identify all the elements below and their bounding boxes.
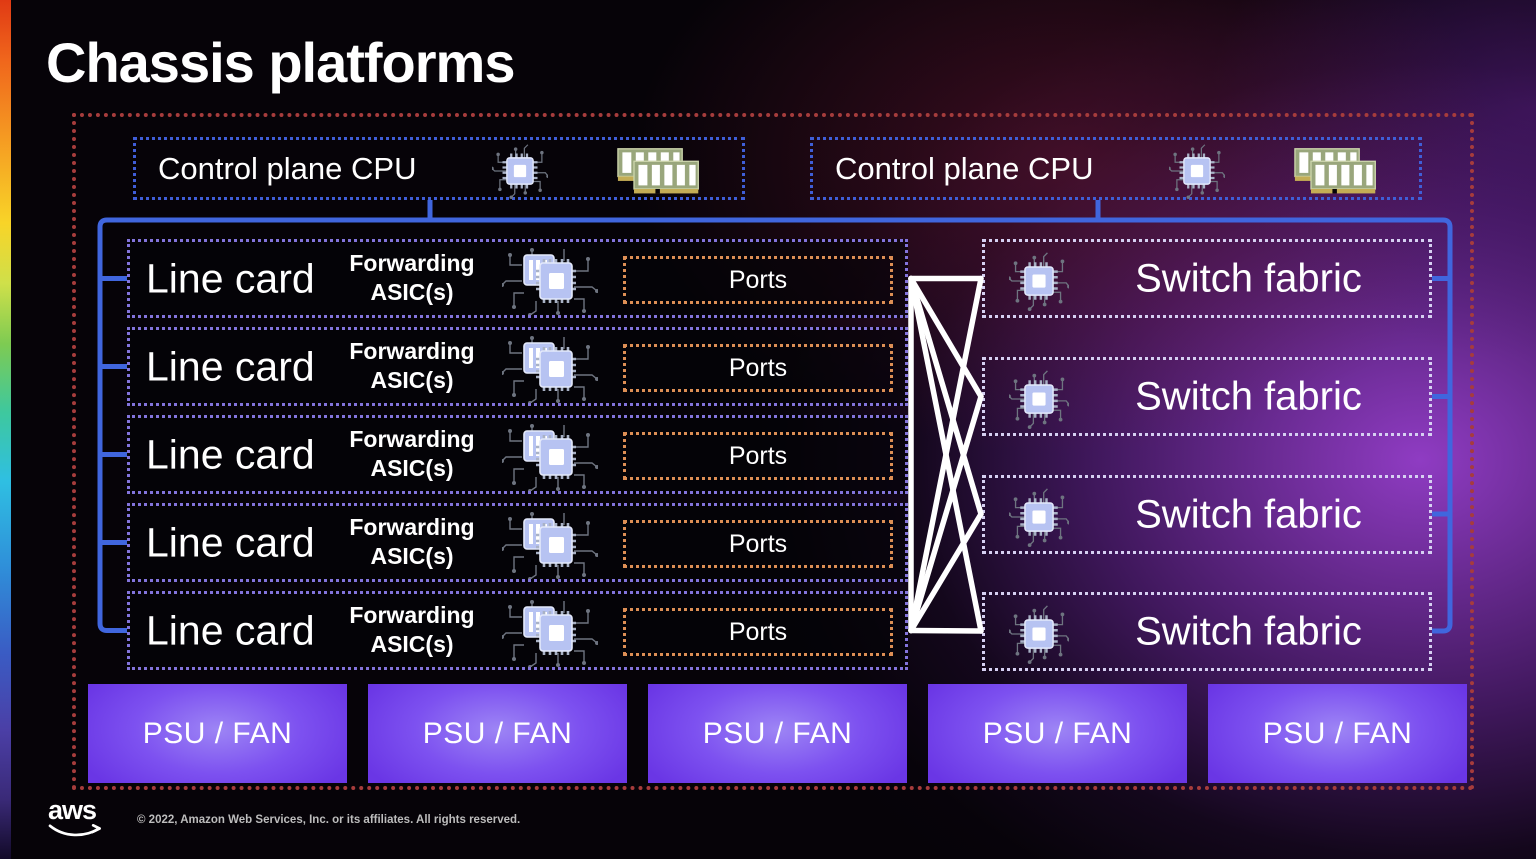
- control-plane-cpu-label: Control plane CPU: [835, 150, 1094, 186]
- chassis-outer-border: [72, 113, 1474, 790]
- switch-fabric-label: Switch fabric: [1135, 374, 1362, 418]
- ports-box: Ports: [623, 432, 893, 480]
- psu-fan-label: PSU / FAN: [702, 716, 853, 750]
- ports-box: Ports: [623, 344, 893, 392]
- ports-label: Ports: [728, 353, 788, 382]
- asic-chips-icon: [502, 511, 598, 579]
- ram-dimm-icon: [614, 147, 704, 197]
- psu-fan-box: PSU / FAN: [368, 684, 627, 783]
- ports-label: Ports: [728, 441, 788, 470]
- asic-chips-icon: [502, 247, 598, 315]
- line-card-row: Line card Forwarding ASIC(s): [127, 591, 908, 670]
- asic-chips-icon: [502, 335, 598, 403]
- control-plane-cpu-label: Control plane CPU: [158, 150, 417, 186]
- cpu-chip-icon: [492, 143, 548, 199]
- line-card-label: Line card: [146, 255, 315, 301]
- ports-box: Ports: [623, 608, 893, 656]
- psu-fan-box: PSU / FAN: [648, 684, 907, 783]
- aws-logo-text: aws: [48, 795, 97, 825]
- ram-dimm-icon: [1291, 147, 1381, 197]
- forwarding-asic-label: Forwarding ASIC(s): [349, 337, 475, 394]
- aws-logo: aws: [48, 797, 108, 839]
- line-card-row: Line card Forwarding ASIC(s): [127, 239, 908, 318]
- ports-label: Ports: [728, 529, 788, 558]
- psu-fan-label: PSU / FAN: [1262, 716, 1413, 750]
- forwarding-asic-label: Forwarding ASIC(s): [349, 513, 475, 570]
- forwarding-asic-label: Forwarding ASIC(s): [349, 249, 475, 306]
- switch-fabric-label: Switch fabric: [1135, 256, 1362, 300]
- switch-fabric-box: Switch fabric: [982, 357, 1432, 436]
- line-card-row: Line card Forwarding ASIC(s): [127, 327, 908, 406]
- asic-chips-icon: [502, 599, 598, 667]
- ports-box: Ports: [623, 256, 893, 304]
- control-plane-cpu-box-1: Control plane CPU: [133, 137, 745, 200]
- line-card-label: Line card: [146, 519, 315, 565]
- line-card-label: Line card: [146, 607, 315, 653]
- switch-fabric-box: Switch fabric: [982, 475, 1432, 554]
- psu-fan-box: PSU / FAN: [88, 684, 347, 783]
- switch-fabric-label: Switch fabric: [1135, 609, 1362, 653]
- cpu-chip-icon: [1009, 369, 1069, 429]
- aws-smile-icon: [48, 824, 101, 837]
- ports-label: Ports: [728, 265, 788, 294]
- switch-fabric-box: Switch fabric: [982, 239, 1432, 318]
- switch-fabric-box: Switch fabric: [982, 592, 1432, 671]
- page-title: Chassis platforms: [46, 31, 515, 94]
- forwarding-asic-label: Forwarding ASIC(s): [349, 425, 475, 482]
- line-card-label: Line card: [146, 343, 315, 389]
- cpu-chip-icon: [1169, 143, 1225, 199]
- control-plane-cpu-box-2: Control plane CPU: [810, 137, 1422, 200]
- forwarding-asic-label: Forwarding ASIC(s): [349, 601, 475, 658]
- line-card-label: Line card: [146, 431, 315, 477]
- psu-fan-label: PSU / FAN: [982, 716, 1133, 750]
- ports-label: Ports: [728, 617, 788, 646]
- psu-fan-label: PSU / FAN: [422, 716, 573, 750]
- psu-fan-box: PSU / FAN: [928, 684, 1187, 783]
- psu-fan-label: PSU / FAN: [142, 716, 293, 750]
- rainbow-edge-strip: [0, 0, 11, 859]
- line-card-row: Line card Forwarding ASIC(s): [127, 415, 908, 494]
- switch-fabric-label: Switch fabric: [1135, 492, 1362, 536]
- cpu-chip-icon: [1009, 487, 1069, 547]
- ports-box: Ports: [623, 520, 893, 568]
- psu-fan-box: PSU / FAN: [1208, 684, 1467, 783]
- line-card-row: Line card Forwarding ASIC(s): [127, 503, 908, 582]
- cpu-chip-icon: [1009, 604, 1069, 664]
- copyright-text: © 2022, Amazon Web Services, Inc. or its…: [137, 814, 521, 826]
- cpu-chip-icon: [1009, 251, 1069, 311]
- asic-chips-icon: [502, 423, 598, 491]
